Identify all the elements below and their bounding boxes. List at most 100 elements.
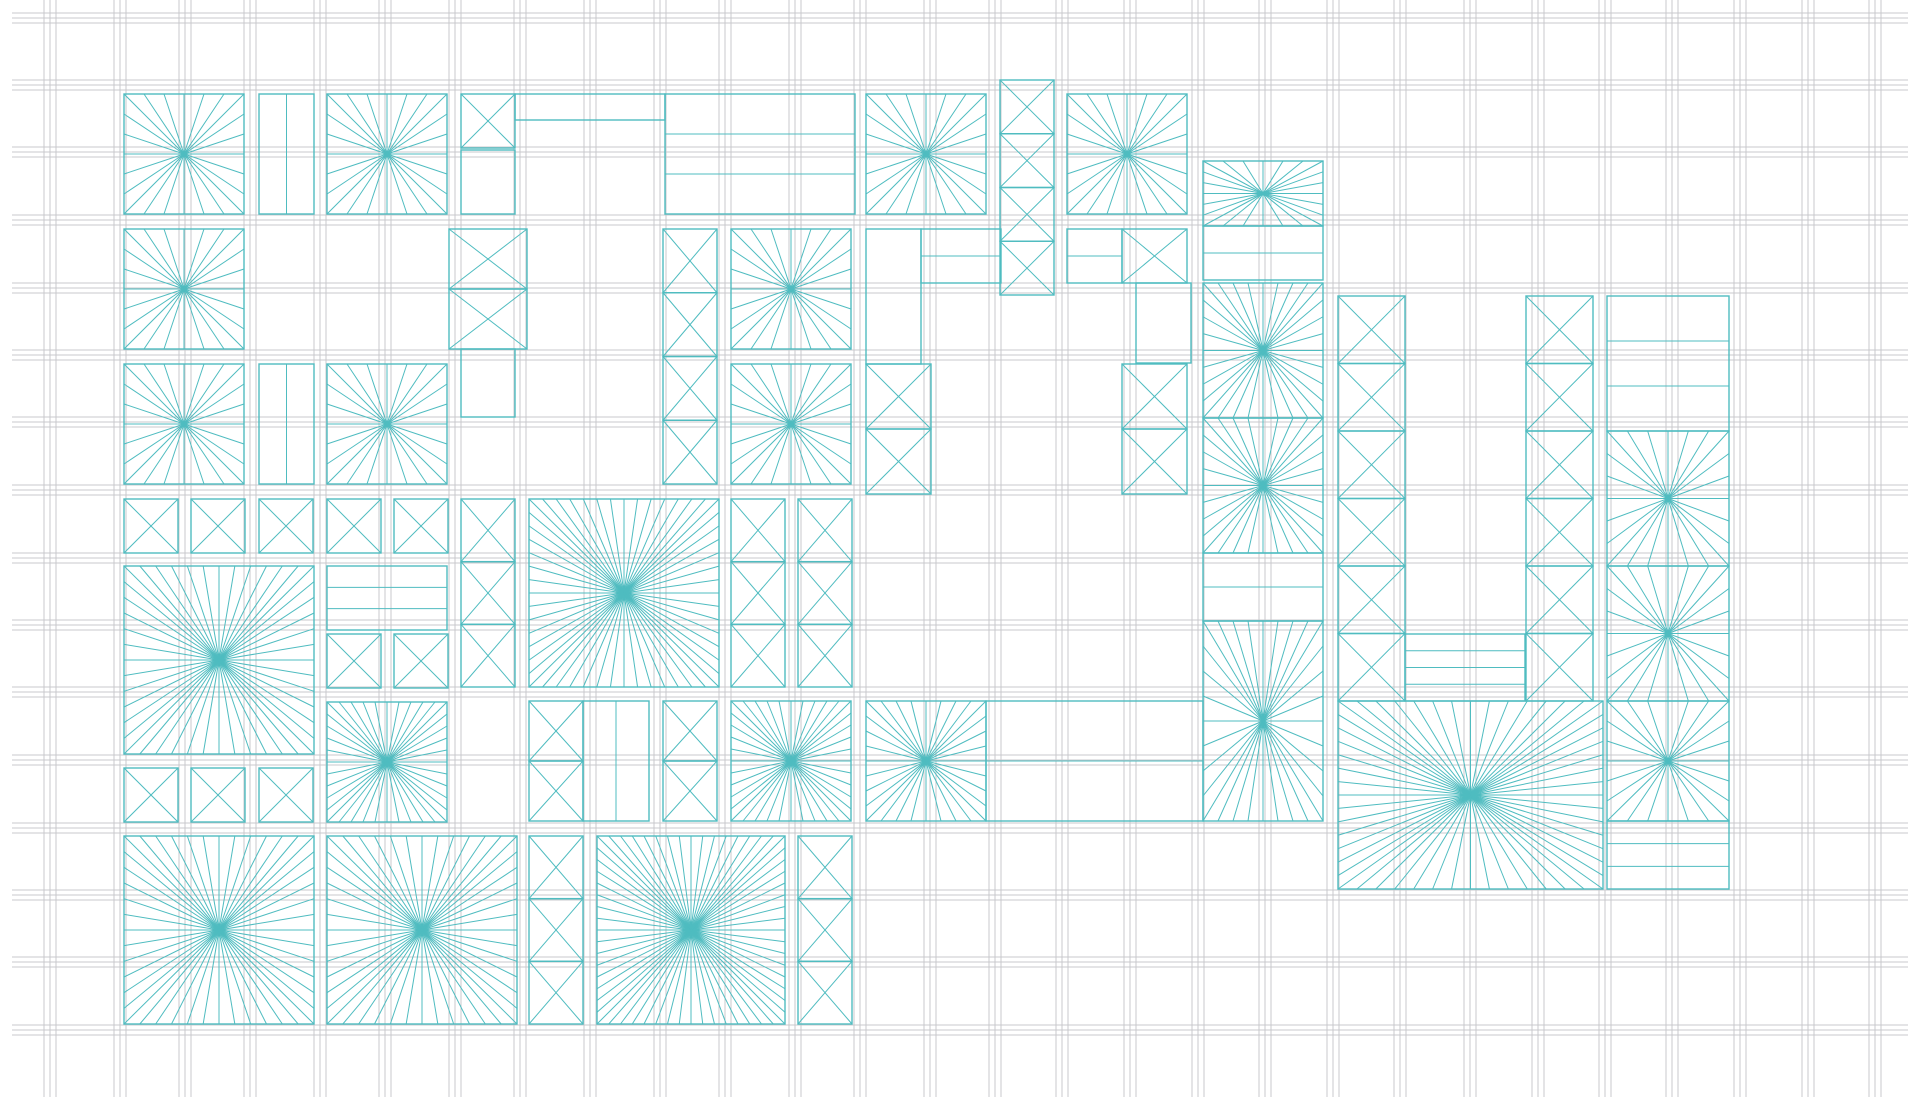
fan-ray [1262, 193, 1304, 227]
fan-ray [790, 423, 852, 485]
fan-ray [1066, 113, 1128, 155]
fan-ray [925, 760, 987, 792]
fan-ray [690, 929, 786, 966]
brace-diagonal [528, 961, 584, 1025]
fan-ray [1606, 498, 1669, 522]
mesh-cell-border [662, 760, 718, 822]
x-brace-cell [797, 960, 853, 1025]
x-brace-cell [393, 498, 449, 554]
fan-ray [1394, 700, 1471, 796]
fan-ray [1202, 720, 1264, 747]
fan-ray [1337, 794, 1471, 890]
fan-ray [690, 835, 774, 931]
fan-ray [342, 929, 423, 1025]
fan-ray [754, 760, 792, 822]
fan-ray [528, 592, 625, 621]
fan-ray [925, 760, 987, 807]
fan-ray [386, 153, 448, 175]
fan-ray [1262, 720, 1279, 822]
fan-ray [528, 592, 625, 661]
fan-ray [183, 288, 245, 310]
fan-ray [163, 153, 185, 215]
fan-ray [326, 929, 423, 962]
fan-ray [1647, 565, 1669, 634]
x-brace-cell [730, 623, 786, 688]
brace-diagonal [662, 760, 718, 822]
fan-ray [596, 929, 692, 954]
fan-ray [326, 363, 388, 425]
fan-ray [1470, 700, 1528, 796]
fan-ray [218, 866, 315, 931]
fan-ray [123, 913, 220, 931]
brace-diagonal [258, 498, 314, 554]
fan-ray [155, 659, 220, 755]
fan-ray [596, 917, 692, 931]
horizontal-strip-cell [1202, 225, 1324, 281]
fan-ray [183, 288, 245, 350]
fan-ray [421, 929, 502, 1025]
brace-diagonal [326, 633, 382, 689]
fan-ray [623, 592, 666, 688]
brace-diagonal [999, 79, 1055, 135]
fan-ray [555, 498, 625, 594]
x-brace-cell [123, 767, 179, 823]
fan-ray [1202, 350, 1264, 368]
fan-ray [1202, 468, 1264, 486]
fan-ray [790, 228, 852, 290]
fan-ray [925, 153, 987, 195]
fan-ray [1606, 633, 1669, 702]
mesh-cell-border [460, 93, 516, 149]
fan-ray [326, 153, 388, 175]
mesh-cell-border [258, 767, 314, 823]
fan-ray [1126, 153, 1148, 215]
fan-ray [925, 760, 942, 822]
fan-ray [123, 363, 185, 425]
radial-fan-cell [1066, 93, 1188, 215]
fan-ray [1262, 695, 1324, 722]
fan-ray [1262, 171, 1324, 194]
fan-ray [123, 133, 185, 155]
brace-diagonal [662, 356, 718, 421]
fan-ray [350, 761, 388, 823]
fan-ray [1262, 485, 1324, 537]
fan-ray [925, 700, 942, 762]
fan-ray [623, 592, 720, 621]
fan-ray [1217, 350, 1264, 419]
fan-ray [123, 659, 220, 692]
fan-ray [1667, 498, 1710, 567]
fan-ray [155, 835, 220, 931]
fan-ray [1262, 670, 1324, 722]
fan-ray [183, 423, 225, 485]
fan-ray [790, 383, 852, 425]
fan-ray [1262, 193, 1324, 216]
fan-ray [623, 512, 720, 594]
fan-ray [1356, 700, 1471, 796]
fan-ray [790, 700, 828, 762]
fan-ray [421, 929, 518, 978]
fan-ray [326, 749, 388, 763]
x-brace-cell [1525, 565, 1594, 635]
fan-ray [421, 929, 518, 994]
fan-ray [386, 403, 448, 425]
fan-ray [143, 93, 185, 155]
fan-ray [885, 93, 927, 155]
fan-ray [623, 579, 720, 594]
fan-ray [374, 929, 423, 1025]
fan-ray [623, 592, 639, 688]
brace-diagonal [528, 898, 584, 962]
fan-ray [218, 835, 315, 931]
brace-diagonal [1337, 363, 1406, 432]
brace-diagonal [797, 835, 853, 899]
x-brace-cell [1337, 632, 1406, 702]
fan-ray [1606, 760, 1669, 782]
x-brace-cell [258, 498, 314, 554]
fan-ray [623, 498, 666, 594]
fan-ray [925, 93, 987, 155]
fan-ray [790, 760, 816, 822]
horizontal-strip-cell [1066, 228, 1123, 284]
fan-ray [163, 93, 185, 155]
x-brace-cell [1525, 362, 1594, 432]
fan-ray [123, 288, 185, 310]
fan-ray [865, 113, 927, 155]
brace-diagonal [797, 561, 853, 625]
